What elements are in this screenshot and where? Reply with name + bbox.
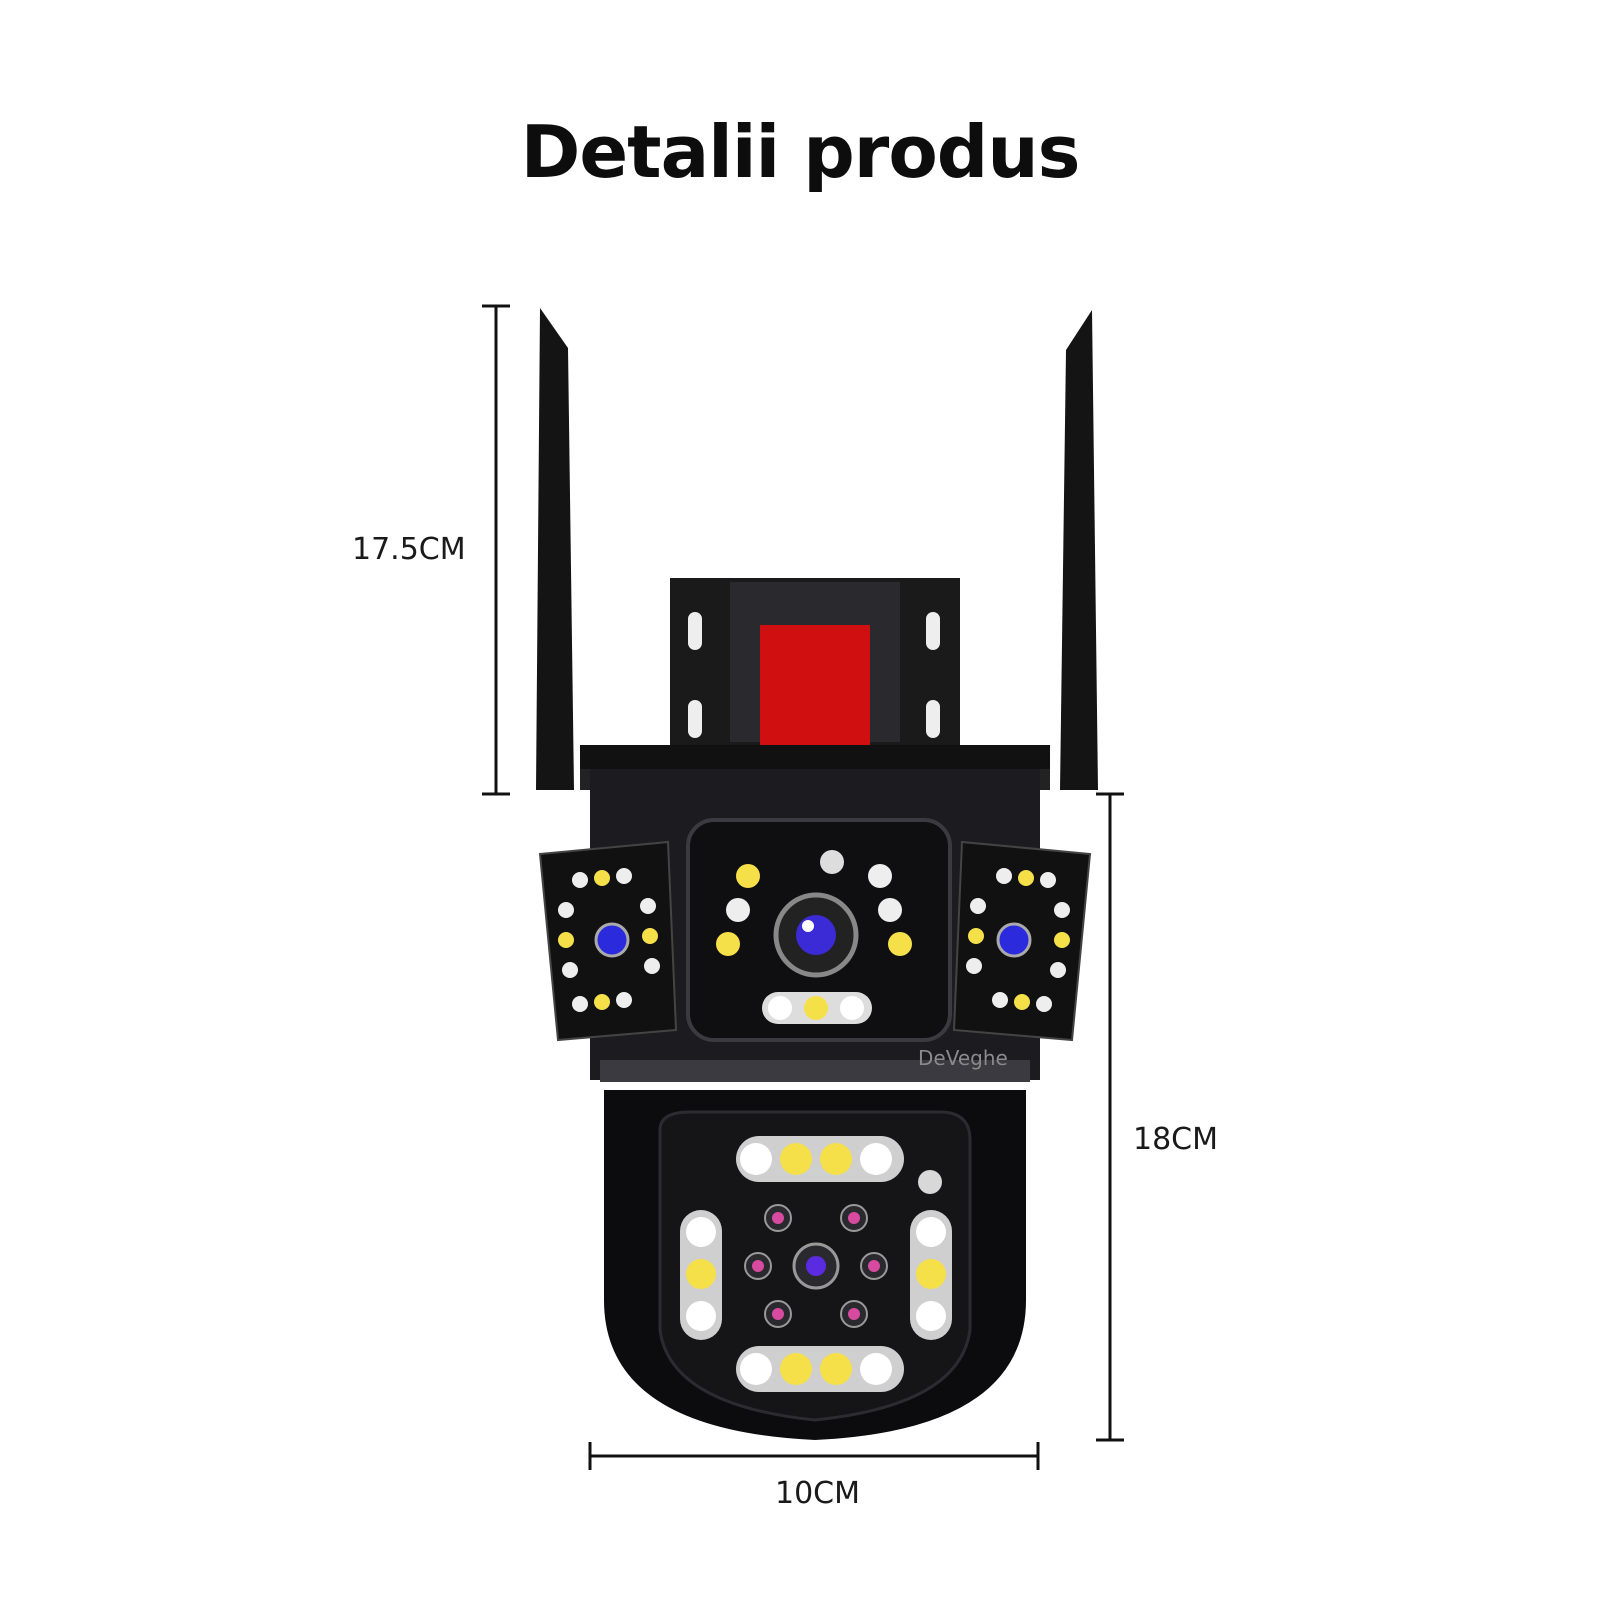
right-camera-module [952,840,1092,1042]
dimension-line-top [482,304,510,796]
dimension-label-bottom: 18CM [1133,1122,1219,1157]
dimension-label-width: 10CM [775,1476,861,1511]
left-camera-module [538,840,678,1042]
dimension-line-bottom [1096,792,1124,1442]
antenna-left [536,308,574,790]
antenna-right [1060,310,1098,790]
lower-lens-cluster [744,1170,942,1328]
center-camera-module [686,818,952,1042]
brand-label: DeVeghe [918,1046,1008,1070]
red-cable-plug [760,625,870,750]
mount-bracket [670,578,960,750]
dimension-line-width [588,1442,1040,1470]
lower-led-array [680,1136,952,1392]
dimension-label-top: 17.5CM [352,532,466,567]
page-title: Detalii produs [520,110,1081,194]
